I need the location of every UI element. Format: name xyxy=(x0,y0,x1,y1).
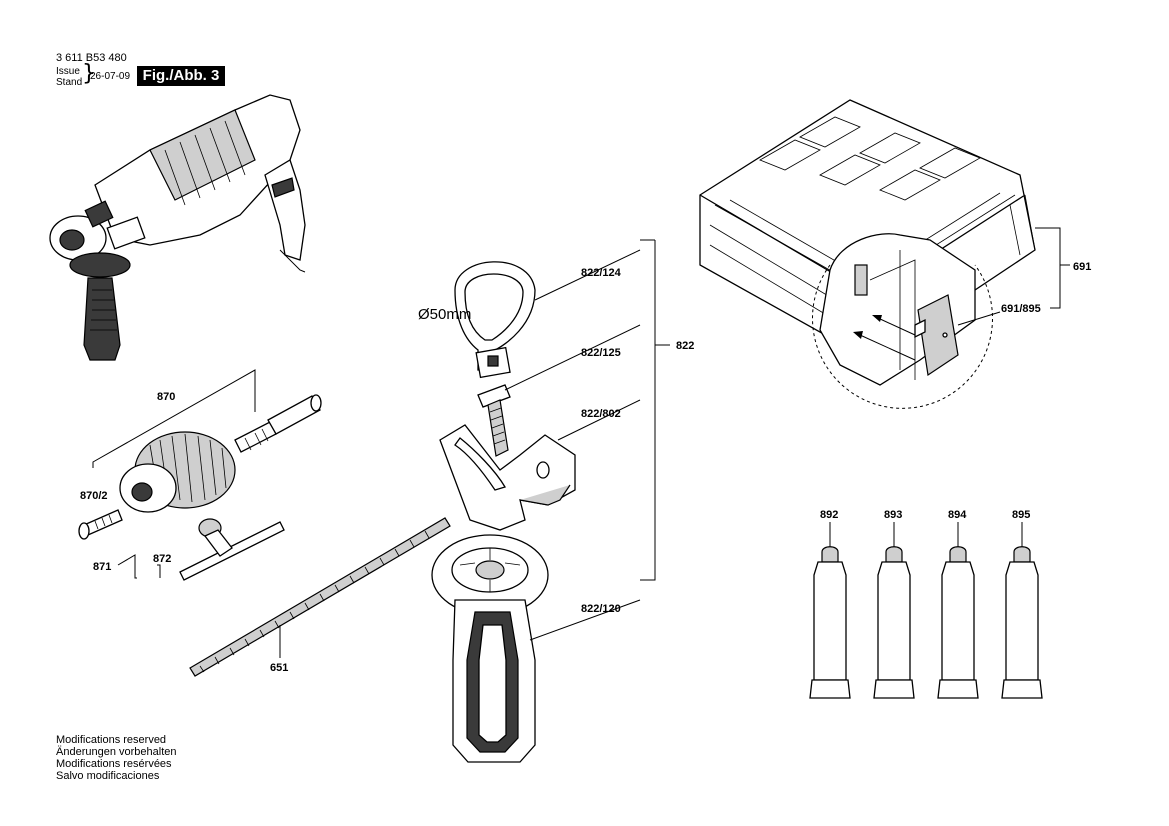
issue-label-en: Issue xyxy=(56,66,80,77)
label-870-2: 870/2 xyxy=(80,490,108,502)
footer-notes: Modifications reserved Änderungen vorbeh… xyxy=(56,734,176,782)
label-822-120: 822/120 xyxy=(581,603,621,615)
issue-date: 26-07-09 xyxy=(90,71,131,82)
grease-tube-892 xyxy=(809,522,851,699)
footer-note-fr: Modifications resérvées xyxy=(56,758,172,770)
label-822: 822 xyxy=(676,340,694,352)
label-822-124: 822/124 xyxy=(581,267,622,279)
label-871: 871 xyxy=(93,561,111,573)
issue-label: Issue Stand xyxy=(56,66,82,88)
carrying-case-illustration xyxy=(699,99,1070,409)
drill-chuck-assembly xyxy=(78,369,322,581)
part-number: 3 611 B53 480 xyxy=(56,52,127,64)
grease-tube-894 xyxy=(937,522,979,699)
depth-gauge-rod xyxy=(189,517,451,677)
label-892: 892 xyxy=(820,509,838,521)
label-872: 872 xyxy=(153,553,171,565)
grease-tube-895 xyxy=(1001,522,1043,699)
label-822-125: 822/125 xyxy=(581,347,621,359)
grease-tubes xyxy=(809,522,1043,699)
label-894: 894 xyxy=(948,509,967,521)
footer-note-es: Salvo modificaciones xyxy=(56,770,160,782)
footer-note-de: Änderungen vorbehalten xyxy=(56,746,177,758)
label-691: 691 xyxy=(1073,261,1091,273)
dimension-diameter: Ø50mm xyxy=(418,306,471,323)
label-895: 895 xyxy=(1012,509,1030,521)
issue-label-de: Stand xyxy=(56,77,83,88)
label-870: 870 xyxy=(157,391,175,403)
footer-note-en: Modifications reserved xyxy=(56,734,167,746)
rotary-hammer-illustration xyxy=(49,94,306,361)
label-651: 651 xyxy=(270,662,288,674)
brace-symbol: } xyxy=(82,61,96,86)
label-691-895: 691/895 xyxy=(1001,303,1041,315)
auxiliary-handle-assembly xyxy=(431,239,670,763)
figure-label: Fig./Abb. 3 xyxy=(137,66,225,86)
label-893: 893 xyxy=(884,509,902,521)
grease-tube-893 xyxy=(873,522,915,699)
label-822-802: 822/802 xyxy=(581,408,621,420)
